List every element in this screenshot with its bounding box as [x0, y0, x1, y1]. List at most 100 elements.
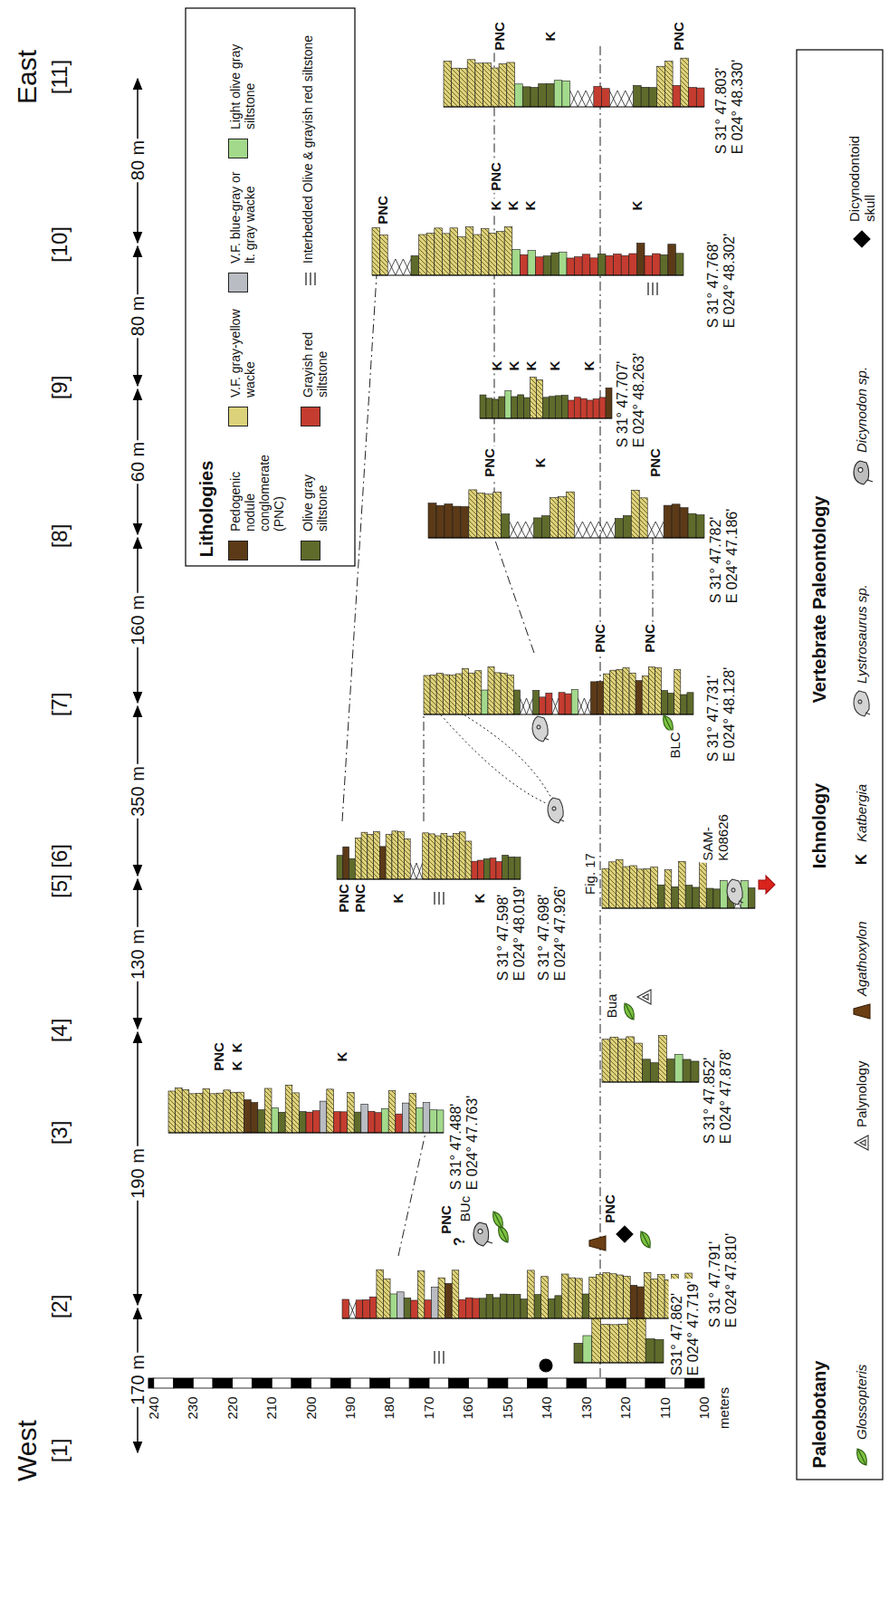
symbol-stroke — [642, 994, 649, 1000]
strata-bed — [458, 237, 467, 276]
leaf-symbol — [663, 715, 674, 732]
strata-bed — [423, 675, 431, 715]
symbol-stroke — [539, 1358, 553, 1372]
strata-bed — [632, 85, 641, 107]
legend-swatch — [228, 406, 249, 427]
figure-label: West — [11, 1417, 44, 1483]
figure-label: 110 — [657, 1395, 673, 1421]
strata-bed — [473, 234, 482, 276]
strata-bed — [507, 856, 515, 880]
symbol-stroke — [640, 1231, 651, 1248]
strata-bed — [475, 670, 482, 715]
legend-text: V.F. gray-yellow wacke — [228, 294, 258, 400]
symbol-stroke — [853, 690, 870, 717]
strata-bed — [610, 1036, 619, 1082]
strata-bed — [571, 688, 578, 715]
strata-bed — [616, 669, 623, 715]
figure-label: meters — [716, 1385, 732, 1431]
figure-label: Vertebrate Paleontology — [809, 494, 831, 706]
strata-bed — [636, 243, 645, 276]
figure-label: PNC — [602, 1192, 618, 1225]
inter-symbol — [434, 1350, 444, 1364]
strata-bed — [483, 63, 492, 107]
correlation-line — [434, 707, 546, 803]
figure-label: PNC — [641, 621, 658, 655]
strata-bed — [465, 841, 472, 880]
strata-bed — [326, 1089, 335, 1133]
strata-bed — [599, 397, 606, 419]
scale-segment — [350, 1377, 371, 1388]
figure-label: 160 — [460, 1394, 477, 1421]
column-base — [573, 1361, 664, 1363]
strata-bed — [451, 1270, 459, 1319]
strata-bed — [566, 258, 575, 276]
strata-bed — [590, 681, 597, 715]
strata-bed — [403, 838, 411, 880]
strata-bed — [465, 1297, 473, 1319]
legend-swatch — [300, 540, 321, 561]
strata-bed — [506, 675, 514, 715]
scale-segment — [586, 1377, 607, 1388]
figure-label: Fig. 17 — [582, 850, 598, 897]
label-anchor: [2] — [47, 1292, 73, 1321]
strata-bed — [475, 63, 484, 107]
symbol-stroke — [305, 272, 316, 286]
label-anchor: 220 — [224, 1394, 240, 1421]
dicy-symbol — [473, 1222, 493, 1246]
scale-segment — [291, 1377, 312, 1388]
legend-text: Dicynodon sp. — [853, 364, 870, 455]
label-anchor: 240 — [145, 1394, 162, 1421]
covered-interval — [577, 697, 584, 715]
label-anchor: PNC — [647, 446, 663, 479]
strata-bed — [486, 398, 493, 419]
strata-bed — [629, 672, 636, 715]
strata-bed — [519, 254, 528, 276]
strata-bed — [636, 1318, 646, 1363]
covered-interval — [570, 90, 579, 107]
figure-label: K — [581, 359, 597, 373]
covered-interval — [395, 258, 404, 276]
strata-bed — [419, 234, 428, 276]
symbol-stroke — [637, 989, 651, 1004]
strata-bed — [713, 889, 721, 909]
strata-bed — [502, 854, 509, 880]
strata-bed — [367, 833, 374, 880]
scale-segment — [566, 1377, 587, 1388]
label-anchor: [10] — [47, 224, 73, 265]
symbol-stroke — [664, 716, 672, 731]
strata-bed — [590, 258, 599, 276]
covered-interval — [416, 862, 423, 880]
correlation-line — [494, 42, 535, 653]
strata-bed — [434, 228, 443, 276]
label-anchor: BLC — [667, 729, 683, 760]
strata-bed — [467, 59, 476, 107]
label-anchor: 190 m — [127, 1146, 149, 1201]
strata-bed — [515, 84, 524, 107]
label-anchor: K — [581, 359, 597, 373]
strata-bed — [493, 1297, 501, 1319]
figure-label: PNC — [592, 621, 608, 655]
scale-segment — [232, 1377, 253, 1388]
label-anchor: 100 — [696, 1394, 712, 1421]
strata-bed — [682, 1059, 691, 1082]
symbol-stroke — [853, 1003, 870, 1019]
strata-bed — [210, 1093, 218, 1133]
figure-label: 100 — [696, 1394, 712, 1421]
strata-bed — [195, 1092, 203, 1133]
strata-bed — [650, 1062, 660, 1082]
figure-label: K — [488, 359, 505, 373]
strata-bed — [447, 836, 454, 880]
covered-interval — [617, 90, 626, 107]
label-anchor: [4] — [47, 1016, 73, 1045]
strata-bed — [340, 1111, 348, 1133]
figure-label: 130 m — [127, 927, 149, 982]
strata-bed — [395, 1113, 403, 1133]
strata-bed — [390, 1293, 398, 1319]
figure-label: K — [506, 359, 522, 373]
strata-bed — [634, 1042, 643, 1082]
figure-label: K — [542, 29, 558, 44]
strata-bed — [462, 668, 469, 715]
strata-bed — [440, 832, 448, 880]
strata-bed — [623, 1275, 631, 1319]
